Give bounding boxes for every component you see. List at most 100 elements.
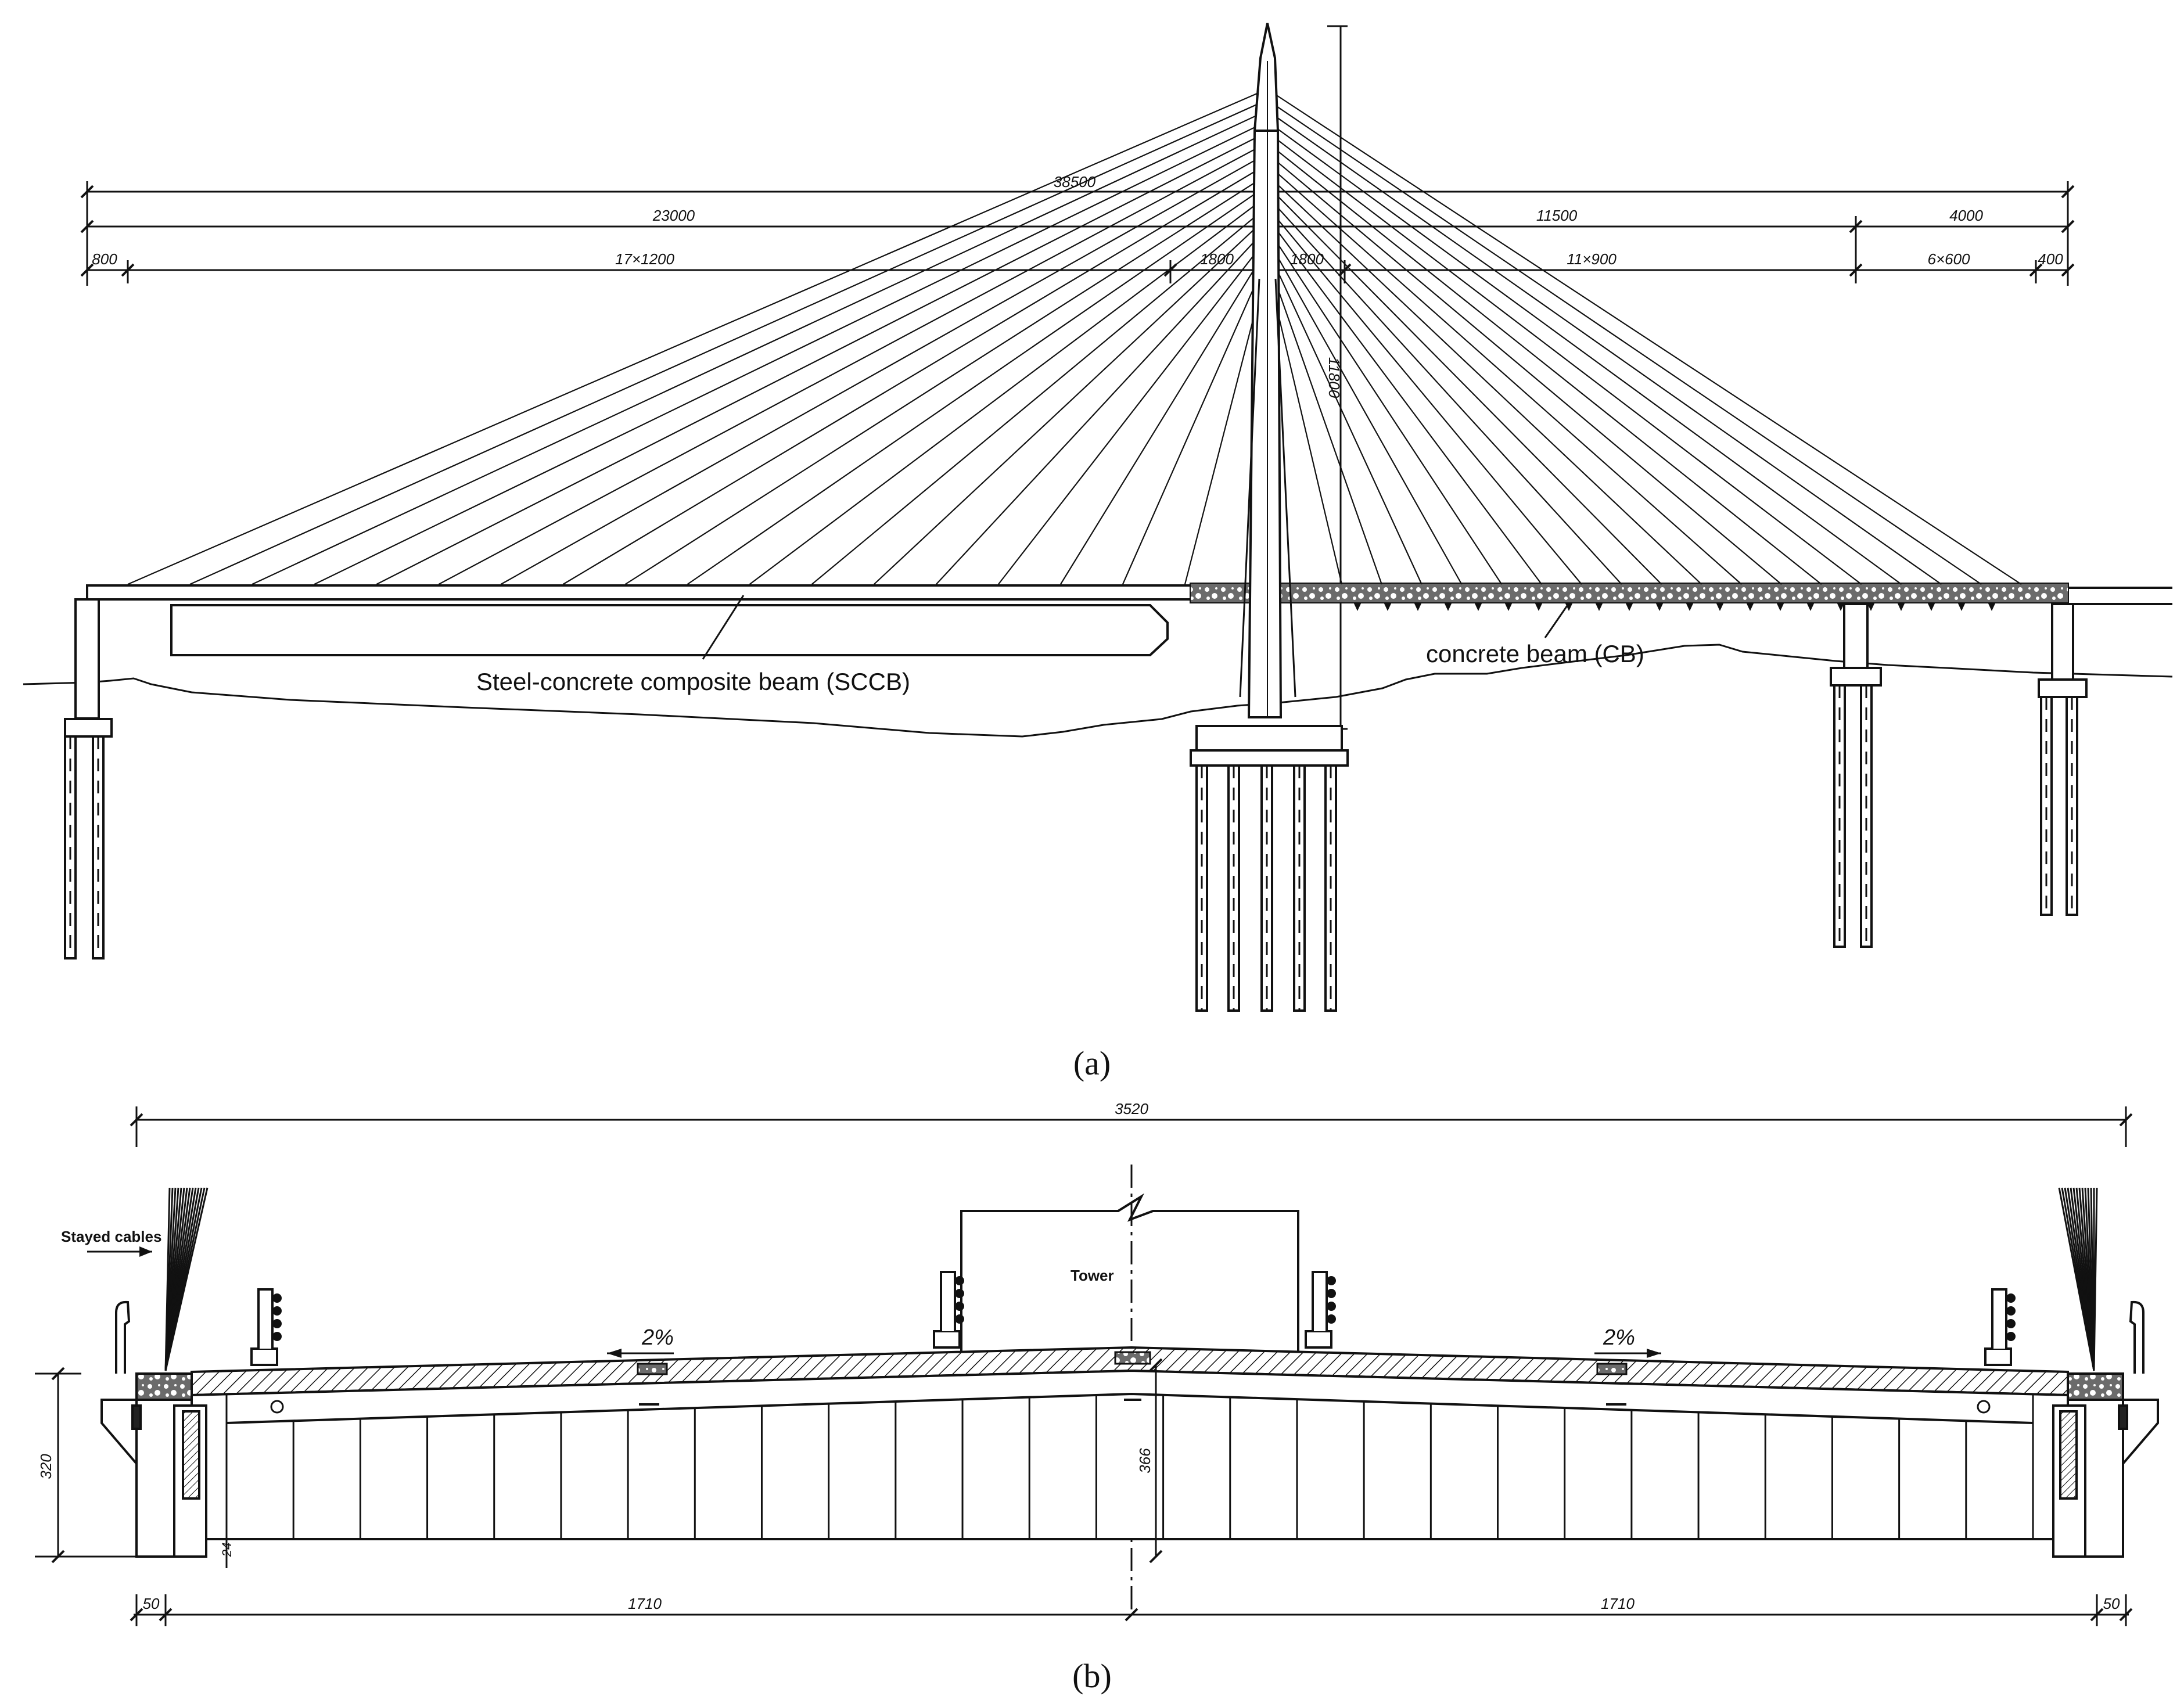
rail-bolt — [955, 1314, 964, 1324]
stay-cable-right — [1268, 154, 1782, 585]
anchor-tooth — [1353, 602, 1362, 611]
stay-cable-left — [500, 154, 1266, 585]
stay-cable-right — [1268, 186, 1662, 585]
dimension-texts: 38500 23000 11500 4000 800 17×1200 1800 … — [92, 173, 2063, 398]
pavement-joint-center — [1114, 1351, 1151, 1365]
anchor-tooth — [1897, 602, 1905, 611]
dim-height-center: 366 — [1136, 1448, 1154, 1474]
rail-bolt — [955, 1302, 964, 1311]
dim-left-span: 23000 — [652, 207, 695, 224]
dim-bottom-right-half: 1710 — [1601, 1595, 1635, 1612]
stay-cable-right — [1268, 100, 1982, 585]
pavement-joint-right — [1596, 1363, 1628, 1375]
dim-right-end: 400 — [2038, 250, 2063, 268]
stay-cable-right — [1268, 240, 1463, 585]
stay-cable-right — [1267, 262, 1382, 585]
stay-cable-right — [1268, 164, 1742, 585]
stay-cable-left — [624, 175, 1266, 585]
dim-left-cable-spacing: 17×1200 — [615, 250, 674, 268]
anchor-tooth — [1927, 602, 1935, 611]
anchor-tooth — [1957, 602, 1966, 611]
drain-hole-left — [270, 1400, 284, 1414]
dim-bottom-right-edge: 50 — [2103, 1595, 2120, 1612]
anchor-tooth — [1746, 602, 1754, 611]
anchor-tooth — [1776, 602, 1784, 611]
overall-width-dimension — [130, 1106, 2133, 1147]
tower-foundation — [1190, 725, 1349, 1012]
edge-parapet — [2129, 1300, 2145, 1374]
stay-cable-left — [935, 229, 1266, 585]
dim-right-span: 11500 — [1536, 207, 1578, 224]
stay-cable-right — [1268, 208, 1582, 585]
anchor-tooth — [1595, 602, 1603, 611]
stay-cable-left — [376, 132, 1266, 585]
barrier-post — [1312, 1271, 1328, 1331]
anchor-tooth — [1384, 602, 1392, 611]
anchor-tooth — [1625, 602, 1633, 611]
stay-cable-left — [562, 164, 1266, 585]
rail-bolt — [272, 1293, 282, 1303]
stay-cables — [127, 89, 2022, 585]
rail-bolt — [955, 1276, 964, 1285]
girder-inner-line — [226, 1392, 2034, 1424]
cb-deck — [1190, 583, 2172, 605]
rail-bolt — [1327, 1289, 1336, 1298]
anchor-tooth — [1716, 602, 1724, 611]
dim-tower-height: 11800 — [1326, 357, 1343, 398]
left-pier — [64, 598, 113, 959]
label-tower: Tower — [1071, 1267, 1114, 1284]
rail-bolt — [2006, 1332, 2016, 1341]
stay-cable-right — [1268, 229, 1503, 585]
barrier-base — [1305, 1330, 1332, 1349]
stay-cable-left — [749, 197, 1266, 585]
right-pier-2 — [2038, 603, 2088, 916]
rail-bolt — [1327, 1276, 1336, 1285]
cable-fan-line — [164, 1187, 209, 1371]
barrier-base — [933, 1330, 961, 1349]
stay-cable-right — [1268, 89, 2022, 585]
slope-right-arrowhead — [1647, 1349, 1661, 1358]
tower-section — [960, 1193, 1299, 1356]
bottom-dimensions — [130, 1594, 2133, 1626]
stay-cable-right — [1268, 111, 1942, 585]
slope-left-arrowhead — [607, 1349, 622, 1358]
stay-cable-left — [127, 89, 1266, 585]
stay-cable-left — [873, 218, 1266, 585]
caption-a: (a) — [1073, 1044, 1111, 1082]
dim-bottom-left-half: 1710 — [628, 1595, 662, 1612]
rail-bolt — [955, 1289, 964, 1298]
anchor-tooth — [1504, 602, 1513, 611]
stay-cable-left — [252, 111, 1266, 585]
left-edge-beam — [100, 1372, 207, 1558]
rail-bolt — [272, 1319, 282, 1328]
rail-bolt — [1327, 1302, 1336, 1311]
anchor-tooth — [1444, 602, 1452, 611]
anchor-tooth — [1414, 602, 1422, 611]
stay-cable-left — [1122, 262, 1266, 585]
dim-total-length: 38500 — [1054, 173, 1096, 191]
anchor-tooth — [1988, 602, 1996, 611]
stay-cable-right — [1267, 272, 1343, 585]
cb-anchor-teeth — [1353, 602, 1996, 611]
stay-cable-right — [1268, 132, 1862, 585]
barrier-post — [940, 1271, 956, 1331]
stay-cable-right — [1268, 175, 1702, 585]
pavement-joint-left — [637, 1363, 668, 1375]
barrier-post — [1991, 1288, 2007, 1349]
stay-cable-left — [997, 240, 1266, 585]
stay-cable-left — [687, 186, 1266, 585]
dim-right-cable-spacing: 11×900 — [1567, 250, 1617, 268]
edge-parapet — [115, 1300, 131, 1374]
sccb-leader-line — [702, 595, 745, 660]
drain-hole-right — [1977, 1400, 1991, 1414]
label-stayed-cables: Stayed cables — [61, 1228, 161, 1245]
sccb-deck — [86, 584, 1192, 656]
label-cb: concrete beam (CB) — [1426, 640, 1644, 667]
dim-end-span: 4000 — [1949, 207, 1983, 224]
tower — [1239, 23, 1296, 718]
cb-leader-line — [1544, 603, 1569, 638]
rail-bolt — [272, 1306, 282, 1316]
stay-cable-fan-right — [2058, 1187, 2098, 1371]
anchor-tooth — [1655, 602, 1664, 611]
anchor-tooth — [1474, 602, 1482, 611]
